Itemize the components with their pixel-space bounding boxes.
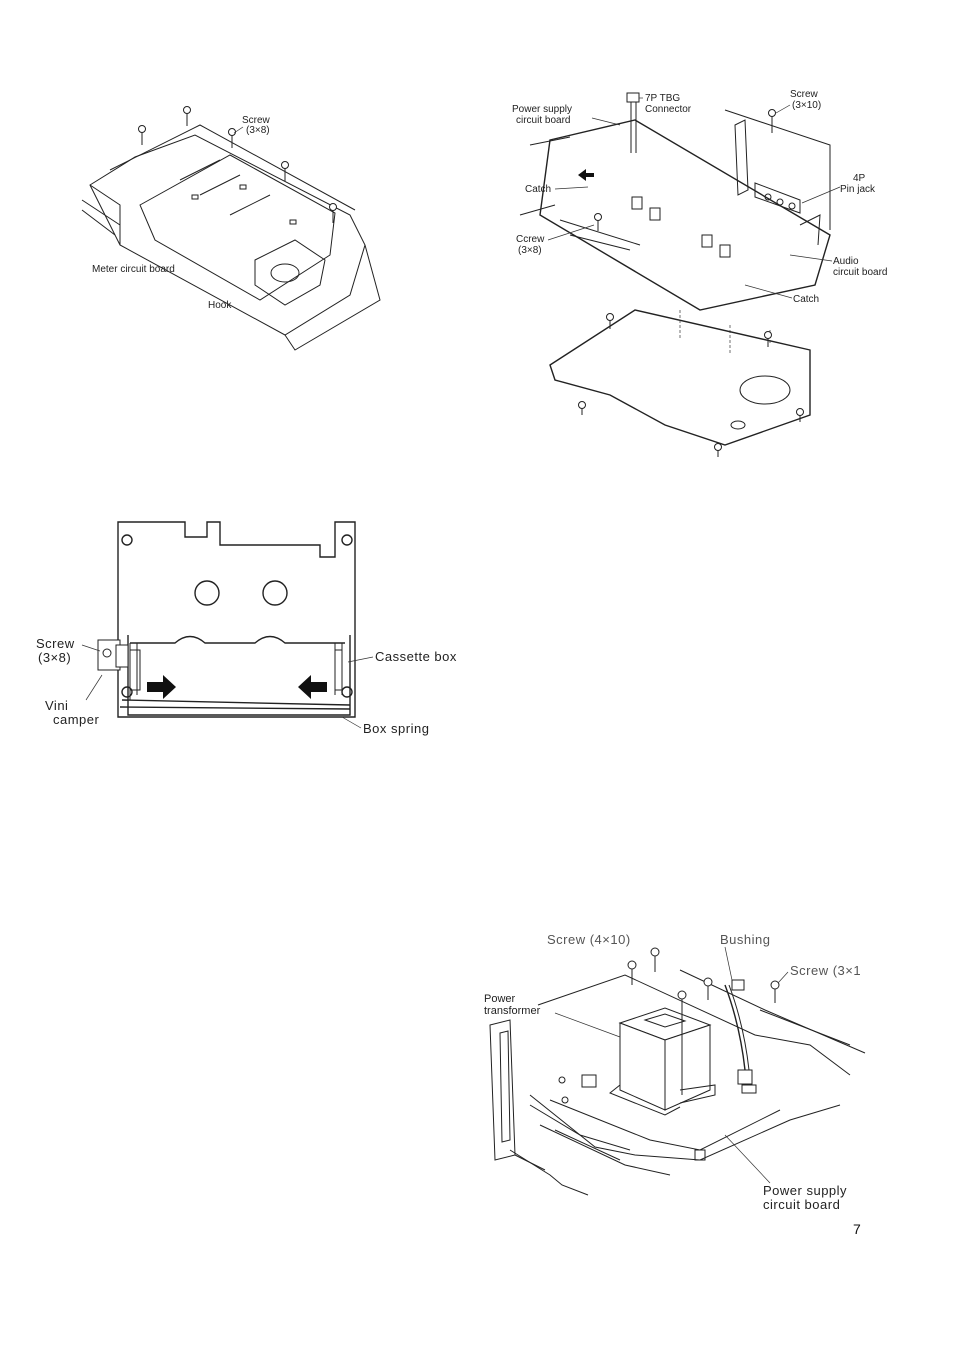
power-board-label-line2: circuit board [516,115,570,126]
pin-jack-label-line2: Pin jack [840,184,876,195]
vini-damper-label-line2: camper [53,712,100,727]
screw-3x1-label: Screw (3×1 [790,963,861,978]
bushing-label: Bushing [720,932,770,947]
vini-damper-icon [98,640,128,670]
screw-top-label: Screw [790,89,819,100]
power-transformer-diagram: Screw (4×10) Bushing Screw (3×1 Power tr… [470,925,870,1220]
connector-icon [627,93,639,153]
transformer-label-line1: Power [484,993,516,1005]
slide-right-arrow-icon [147,675,176,699]
connector-label-line1: 7P TBG [645,93,680,104]
page-number: 7 [853,1221,861,1237]
screw-icons [139,107,337,224]
screw-icons [579,110,804,458]
hook-label: Hook [208,300,232,311]
screw-size-label: (3×8) [246,125,270,136]
transformer-label-line2: transformer [484,1005,541,1017]
pin-jack-label-line1: 4P [853,173,866,184]
catch-right-label: Catch [793,294,819,305]
screw-top-size: (3×10) [792,100,821,111]
power-board-label-line1: Power supply [512,104,572,115]
upper-board-drawing [520,110,830,310]
screw-label: Screw [36,636,75,651]
chassis-drawing [82,125,380,350]
catch-arrow-icon [578,169,594,181]
catch-left-label: Catch [525,184,551,195]
slide-left-arrow-icon [298,675,327,699]
transformer-icon [610,1008,715,1115]
screw-left-label: Ccrew [516,234,545,245]
lower-board-drawing [550,310,810,445]
connector-label-line2: Connector [645,104,692,115]
cassette-box-label: Cassette box [375,649,457,664]
power-board-label-line1: Power supply [763,1183,847,1198]
audio-board-label-line1: Audio [833,256,859,267]
screw-left-size: (3×8) [518,245,542,256]
screw-size-label: (3×8) [38,650,71,665]
meter-board-label: Meter circuit board [92,264,175,275]
power-board-label-line2: circuit board [763,1197,840,1212]
audio-power-board-diagram: 7P TBG Connector Screw (3×10) Power supp… [500,85,900,475]
cassette-box-diagram: Screw (3×8) Vini camper Cassette box Box… [50,515,480,750]
box-spring-label: Box spring [363,721,429,736]
audio-board-label-line2: circuit board [833,267,887,278]
screw-4x10-label: Screw (4×10) [547,932,631,947]
meter-board-diagram: Screw (3×8) Meter circuit board Hook [80,95,410,355]
vini-damper-label-line1: Vini [45,698,68,713]
